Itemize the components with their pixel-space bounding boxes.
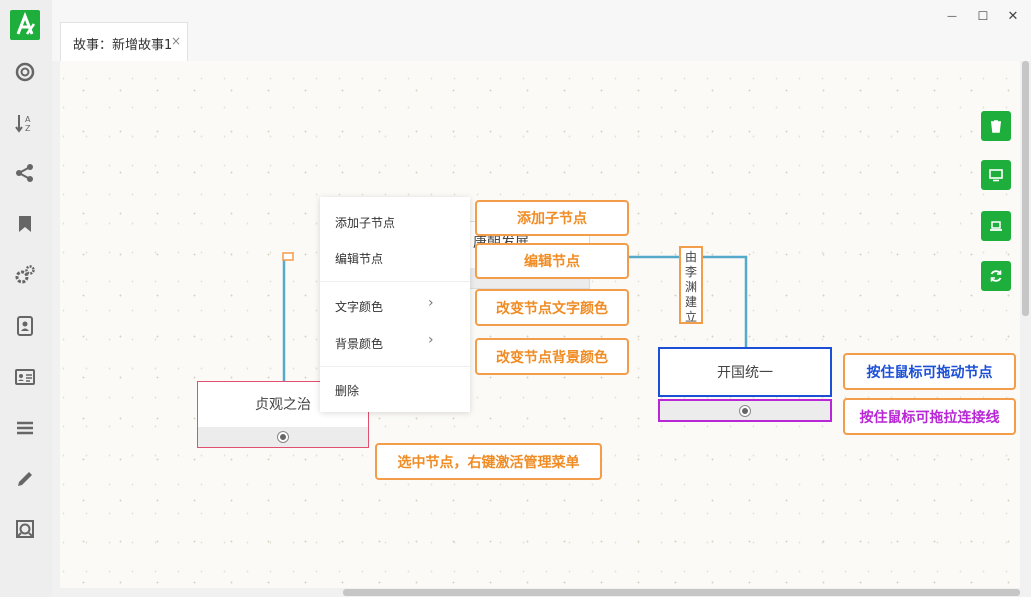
minimize-button[interactable]: — [947, 10, 957, 22]
callout-drag-link: 按住鼠标可拖拉连接线 [843, 398, 1016, 435]
contact-book-icon[interactable] [12, 313, 38, 339]
monitor-icon [989, 169, 1003, 182]
refresh-button[interactable] [981, 261, 1011, 291]
settings-globe-icon[interactable] [12, 516, 38, 542]
menu-item-text-color[interactable]: 文字颜色 [335, 300, 384, 314]
callout-edit: 编辑节点 [475, 243, 629, 279]
callout-add-child: 添加子节点 [475, 200, 629, 236]
trash-icon [991, 120, 1001, 133]
link-handle-icon[interactable] [277, 431, 289, 443]
lifebuoy-icon[interactable] [12, 59, 38, 85]
laptop-button[interactable] [981, 211, 1011, 241]
close-window-button[interactable]: ✕ [1007, 8, 1019, 24]
callout-bg-color: 改变节点背景颜色 [475, 338, 629, 375]
pencil-icon[interactable] [12, 466, 38, 492]
maximize-button[interactable]: ☐ [977, 9, 989, 23]
node-label: 贞观之治 [255, 397, 311, 413]
node-label: 开国统一 [717, 365, 773, 381]
story-node-right[interactable]: 开国统一 [658, 347, 832, 397]
svg-text:A: A [25, 115, 31, 124]
tab-title: 故事：新增故事1 [73, 38, 173, 53]
story-tab[interactable]: 故事：新增故事1 × [60, 22, 188, 61]
delete-button[interactable] [981, 111, 1011, 141]
menu-item-delete[interactable]: 删除 [335, 384, 360, 398]
node-link-bar[interactable] [658, 399, 832, 422]
menu-divider [320, 366, 470, 367]
horizontal-scrollbar[interactable] [60, 588, 1020, 597]
chevron-right-icon: › [428, 332, 434, 348]
context-menu: 添加子节点 编辑节点 文字颜色 › 背景颜色 › 删除 [320, 197, 470, 412]
menu-divider [320, 281, 470, 282]
vertical-scrollbar[interactable] [1020, 61, 1031, 588]
chevron-right-icon: › [428, 295, 434, 311]
share-icon[interactable] [12, 160, 38, 186]
gears-icon[interactable] [12, 262, 38, 288]
vertical-scroll-thumb[interactable] [1022, 61, 1029, 316]
link-handle-icon[interactable] [739, 404, 751, 417]
callout-drag-node: 按住鼠标可拖动节点 [843, 353, 1016, 390]
callout-text-color: 改变节点文字颜色 [475, 289, 629, 326]
refresh-icon [990, 270, 1002, 282]
laptop-icon [990, 221, 1002, 231]
monitor-button[interactable] [981, 160, 1011, 190]
node-footer[interactable] [198, 427, 368, 447]
id-card-icon[interactable] [12, 364, 38, 390]
edge-label[interactable]: 由李渊建立 [679, 246, 703, 324]
callout-select-right-click: 选中节点，右键激活管理菜单 [375, 443, 602, 480]
menu-lines-icon[interactable] [12, 415, 38, 441]
menu-item-bg-color[interactable]: 背景颜色 [335, 337, 384, 351]
menu-item-add-child[interactable]: 添加子节点 [335, 216, 396, 230]
title-bar: — ☐ ✕ [52, 0, 1031, 61]
menu-item-edit[interactable]: 编辑节点 [335, 252, 384, 266]
connector-lines [282, 252, 748, 382]
tab-close-icon[interactable]: × [170, 34, 181, 48]
story-canvas[interactable]: 唐朝发展 贞观之治 开国统一 由李渊建立 添加子节点 编辑节点 文字颜色 › 背… [60, 61, 1020, 588]
bookmark-icon[interactable] [12, 211, 38, 237]
horizontal-scroll-thumb[interactable] [343, 589, 1020, 596]
app-logo [10, 10, 40, 40]
svg-text:Z: Z [25, 124, 31, 133]
